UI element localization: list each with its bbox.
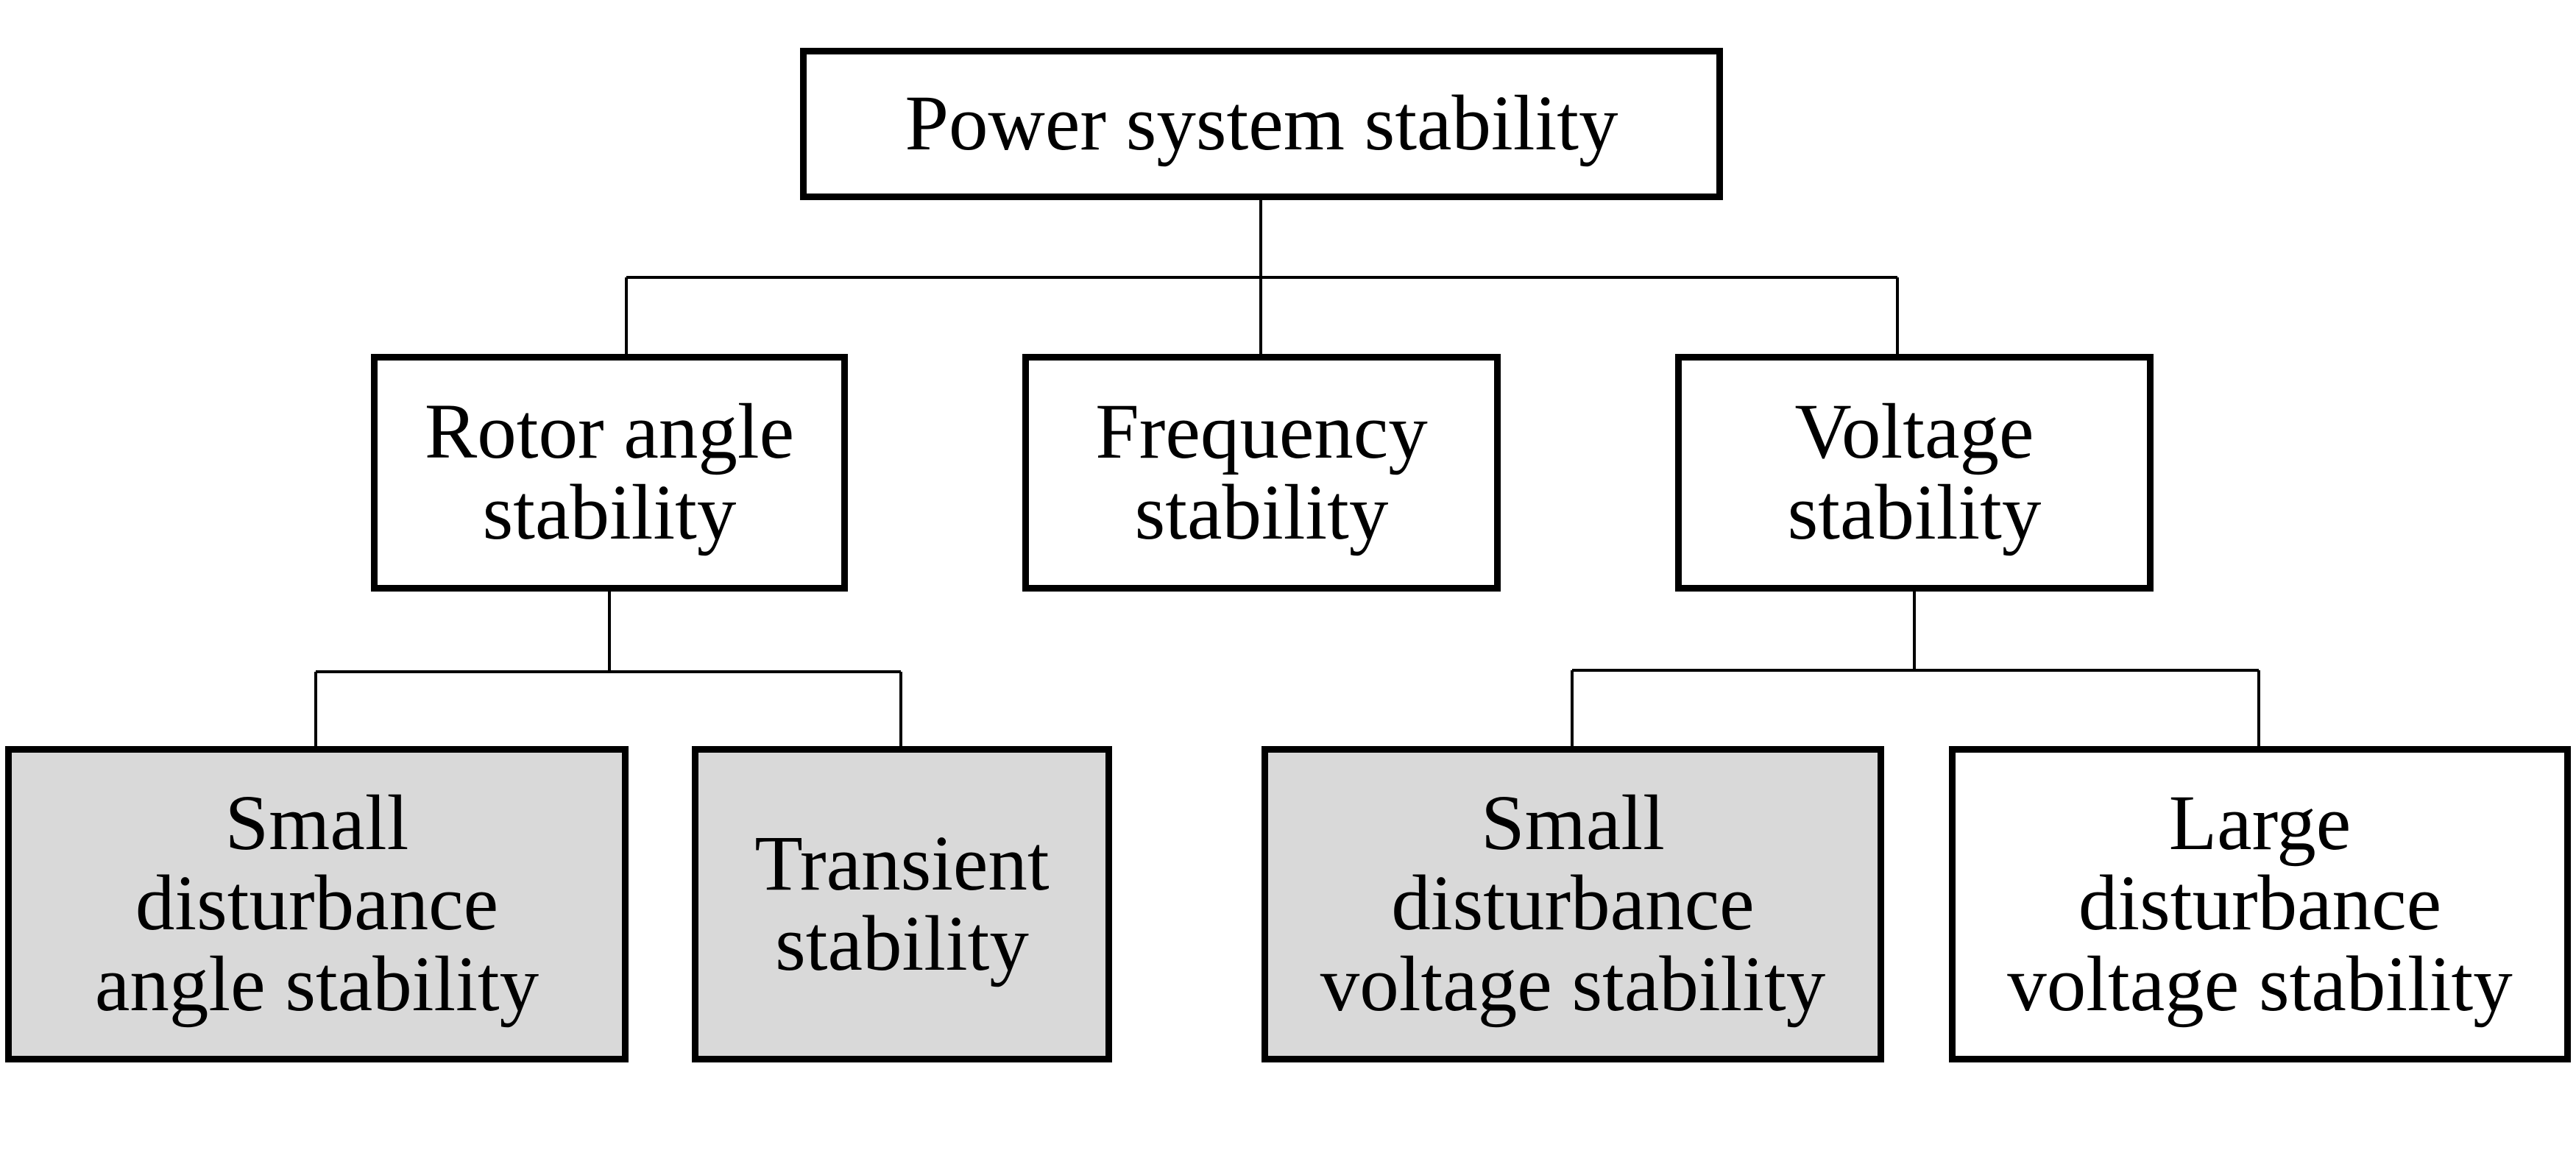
node-small-disturbance-voltage-stability: Small disturbance voltage stability — [1262, 746, 1884, 1062]
node-large-disturbance-voltage-stability: Large disturbance voltage stability — [1949, 746, 2571, 1062]
node-label: Power system stability — [905, 79, 1618, 167]
node-small-disturbance-angle-stability: Small disturbance angle stability — [5, 746, 629, 1062]
node-label: Voltage stability — [1787, 388, 2042, 556]
node-label: Small disturbance angle stability — [94, 780, 539, 1028]
node-label: Rotor angle stability — [424, 388, 795, 556]
node-voltage-stability: Voltage stability — [1675, 354, 2154, 592]
node-power-system-stability: Power system stability — [800, 48, 1723, 200]
node-rotor-angle-stability: Rotor angle stability — [371, 354, 848, 592]
node-label: Frequency stability — [1095, 388, 1428, 556]
node-label: Large disturbance voltage stability — [2007, 780, 2513, 1028]
node-label: Small disturbance voltage stability — [1320, 780, 1826, 1028]
node-label: Transient stability — [754, 820, 1050, 987]
node-transient-stability: Transient stability — [692, 746, 1112, 1062]
node-frequency-stability: Frequency stability — [1022, 354, 1501, 592]
